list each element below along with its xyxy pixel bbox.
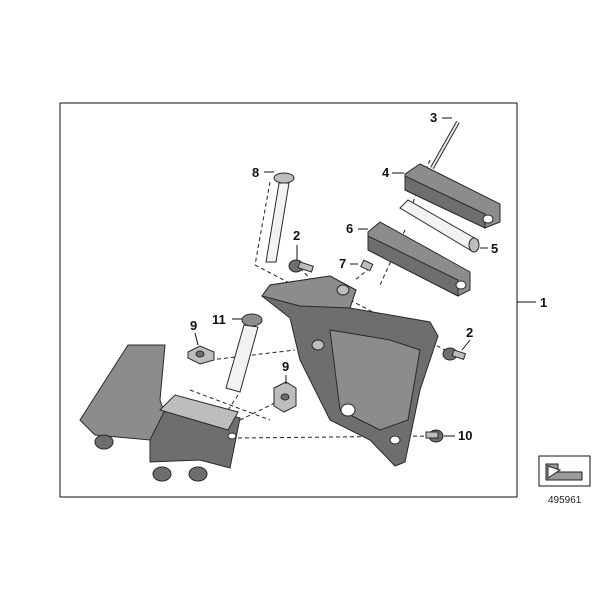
part-6-lower-clamp [367,221,471,297]
callout-9-right: 9 [282,359,289,374]
callout-8: 8 [252,165,259,180]
part-5-rod [399,199,480,253]
part-4-upper-clamp [404,163,501,229]
part-10-screw [425,429,444,443]
callout-2-right: 2 [466,325,473,340]
part-3-pin [430,121,460,169]
part-9-nut-right [273,381,297,413]
diagram-frame [59,102,518,498]
part-2-screw-top [288,259,314,273]
arrow-orientation-icon [538,455,591,487]
leader-lines [194,117,536,437]
part-11-bolt [225,313,263,393]
catalog-id: 495961 [548,495,582,506]
part-7-spacer [360,259,374,272]
callout-6: 6 [346,221,353,236]
callout-3: 3 [430,110,437,125]
part-2-screw-right [442,347,467,361]
callout-10: 10 [458,428,472,443]
callout-7: 7 [339,256,346,271]
main-bracket [261,275,439,467]
callout-5: 5 [491,241,498,256]
callout-1: 1 [540,295,547,310]
support-bracket [79,344,241,482]
callout-4: 4 [382,165,390,180]
callout-9-left: 9 [190,318,197,333]
callout-11: 11 [212,312,226,327]
part-9-nut-left [187,345,215,365]
part-8-long-bolt [265,172,295,263]
callout-2-top: 2 [293,228,300,243]
callouts: 1 3 4 5 6 7 8 2 2 9 9 10 11 [190,110,547,443]
